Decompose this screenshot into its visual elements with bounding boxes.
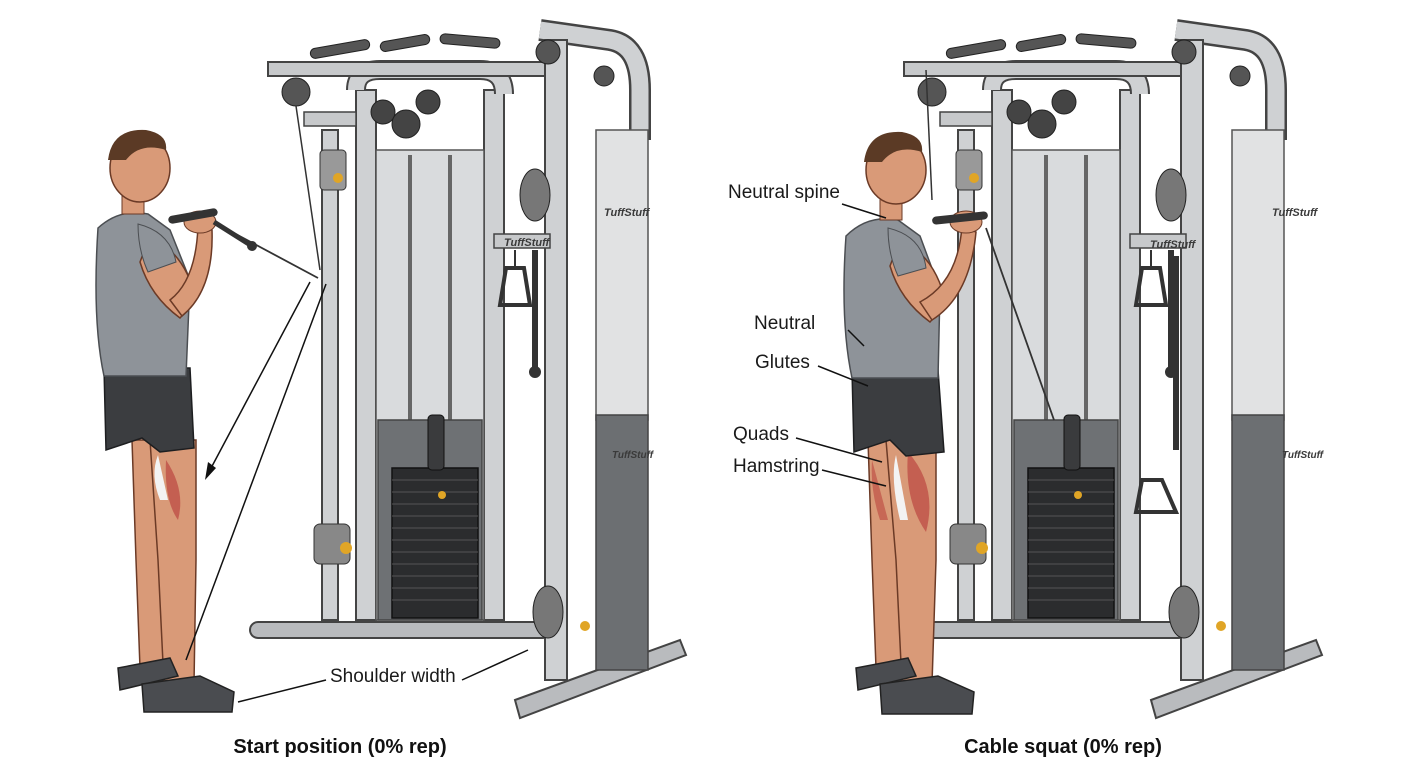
brand-mark: TuffStuff: [1272, 207, 1319, 219]
person-figure: [843, 131, 988, 715]
shoulder-width-label: Shoulder width: [330, 666, 456, 687]
brand-mark: TuffStuff: [612, 450, 655, 461]
functional-trainer-machine: [250, 30, 686, 718]
start-position-caption: Start position (0% rep): [233, 736, 447, 758]
brand-mark: TuffStuff: [504, 237, 551, 249]
brand-mark: TuffStuff: [604, 207, 651, 219]
functional-trainer-machine: [886, 30, 1322, 718]
brand-mark: TuffStuff: [1282, 450, 1325, 461]
neutral-label: Neutral: [754, 313, 816, 334]
brand-mark: TuffStuff: [1150, 239, 1197, 251]
right-panel: TuffStuff TuffStuff TuffStuff: [795, 30, 1325, 718]
neutral-spine-label: Neutral spine: [728, 182, 840, 203]
glutes-label: Glutes: [755, 352, 810, 373]
hamstring-label: Hamstring: [733, 456, 820, 477]
left-panel: TuffStuff TuffStuff TuffStuff: [95, 30, 686, 718]
quads-label: Quads: [733, 424, 789, 445]
person-figure: [95, 129, 257, 713]
cable-squat-caption: Cable squat (0% rep): [964, 736, 1162, 758]
